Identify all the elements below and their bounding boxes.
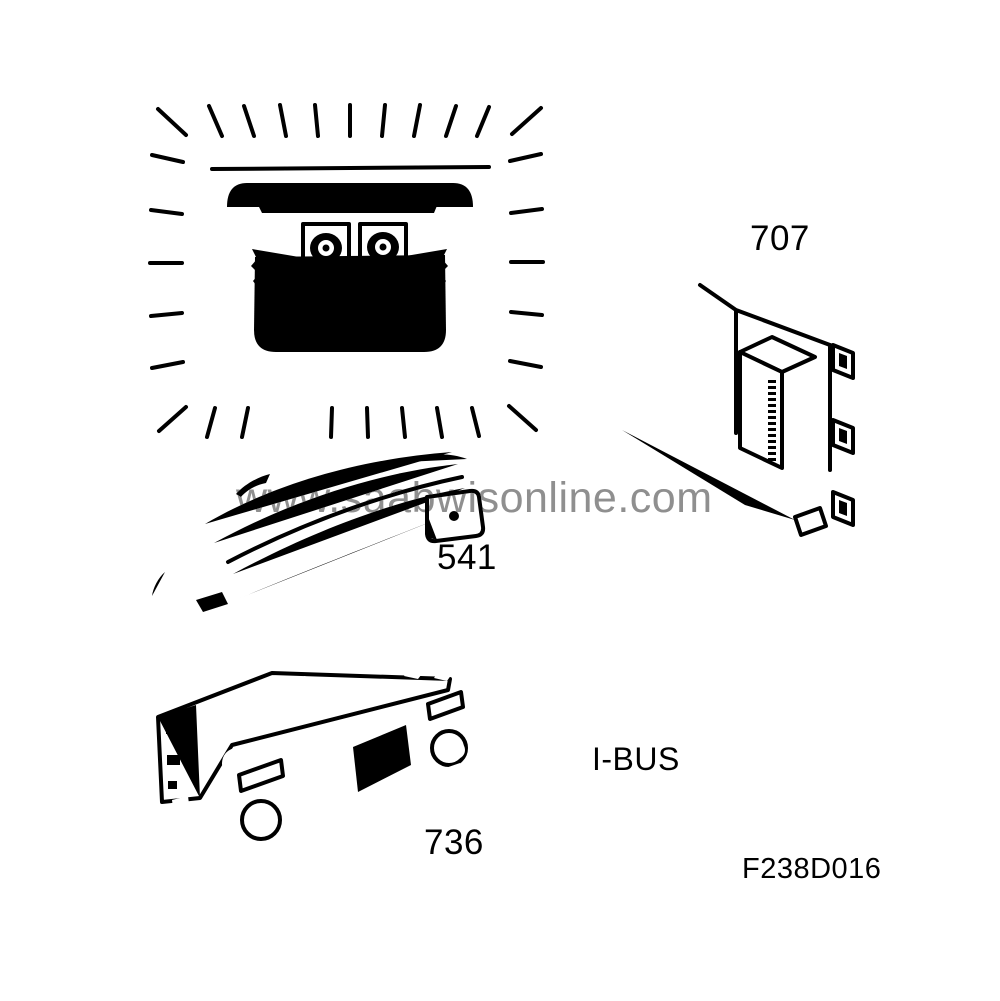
radio-preset-button [426, 690, 465, 721]
radio-tuner-knob [430, 729, 468, 767]
module-connector-bay [698, 283, 832, 472]
module-side-clip-icons [831, 343, 855, 527]
part-label-736: 736 [424, 823, 484, 862]
radio-keypad [294, 738, 340, 823]
watermark-text: www.saabwisonline.com [236, 474, 713, 522]
roof-console-drawing [210, 165, 491, 352]
radio-736-drawing [156, 663, 478, 880]
radio-volume-knob [240, 799, 282, 841]
part-label-707: 707 [750, 219, 810, 258]
radio-bottom-buttons [242, 763, 462, 868]
sunburst-rays [148, 103, 545, 439]
figure-code: F238D016 [742, 853, 882, 885]
panel-541-drawing [143, 443, 486, 622]
module-707-drawing [622, 223, 855, 537]
radio-chassis [156, 663, 456, 816]
mount-direction-arrow-icon [306, 601, 397, 661]
ibus-arrow-icon [518, 531, 748, 752]
radio-display-strip [237, 758, 285, 793]
twist-fastener-right-icon [367, 232, 399, 262]
module-top-clip-icons [650, 233, 778, 289]
panel-connector-drawing [413, 488, 486, 544]
part-label-541: 541 [437, 538, 497, 577]
radio-display-window [345, 716, 418, 800]
press-arrow-right-icon [392, 249, 448, 313]
press-arrow-left-icon [251, 249, 307, 313]
module-foot [793, 506, 828, 537]
twist-fastener-left-icon [310, 233, 342, 263]
callout-detail-box [148, 103, 545, 459]
callout-tail [272, 385, 316, 459]
ibus-label: I-BUS [592, 741, 680, 777]
